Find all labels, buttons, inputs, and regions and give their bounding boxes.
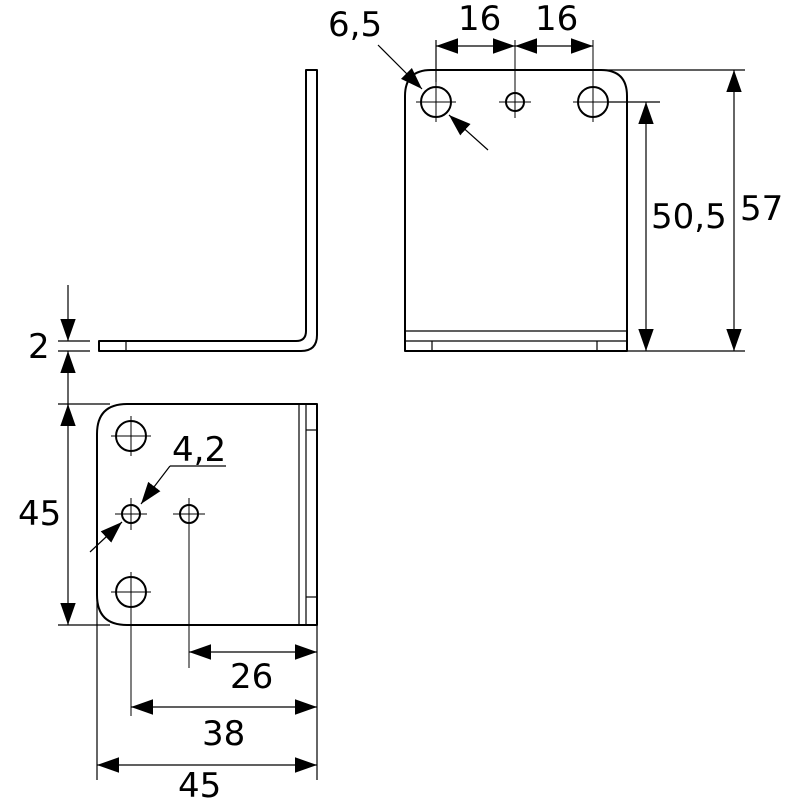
thickness-dimension: 2 (28, 285, 90, 407)
front-hole-spacing-dimension: 16 16 (435, 0, 593, 82)
side-view: 2 (28, 69, 318, 407)
inner-height-dimension: 50,5 (608, 101, 727, 351)
front-view: 6,5 16 16 50,5 57 (328, 0, 783, 352)
top-hole-large-lower (111, 572, 151, 716)
front-hole-large-right (573, 40, 613, 122)
top-height-dimension: 45 (18, 403, 110, 626)
front-hole-small-center (499, 40, 531, 118)
thickness-label: 2 (28, 327, 50, 367)
total-height-label: 57 (740, 189, 783, 229)
offset-26-dimension: 26 (189, 625, 318, 780)
top-hole-small-left (115, 498, 147, 530)
top-view-outline (96, 403, 318, 626)
front-hole-large-left (416, 82, 456, 122)
inner-height-label: 50,5 (651, 197, 727, 237)
offset-26-label: 26 (230, 657, 273, 697)
large-hole-diameter-label: 6,5 (328, 5, 382, 45)
offset-38-dimension: 38 (131, 699, 317, 754)
spacing-right-label: 16 (535, 0, 578, 39)
top-hole-small-right (173, 498, 205, 668)
top-width-dimension: 45 (96, 600, 317, 800)
offset-38-label: 38 (202, 714, 245, 754)
top-height-label: 45 (18, 494, 61, 534)
top-hole-large-upper (111, 416, 151, 456)
total-height-dimension: 57 (601, 69, 783, 352)
top-view: 4,2 45 26 38 45 (18, 403, 318, 800)
spacing-left-label: 16 (458, 0, 501, 39)
side-view-profile (98, 69, 318, 352)
small-hole-diameter-dimension: 4,2 (89, 430, 226, 553)
large-hole-diameter-dimension: 6,5 (328, 5, 489, 151)
top-width-label: 45 (178, 766, 221, 800)
front-view-outline (404, 69, 628, 352)
small-hole-diameter-label: 4,2 (172, 430, 226, 470)
